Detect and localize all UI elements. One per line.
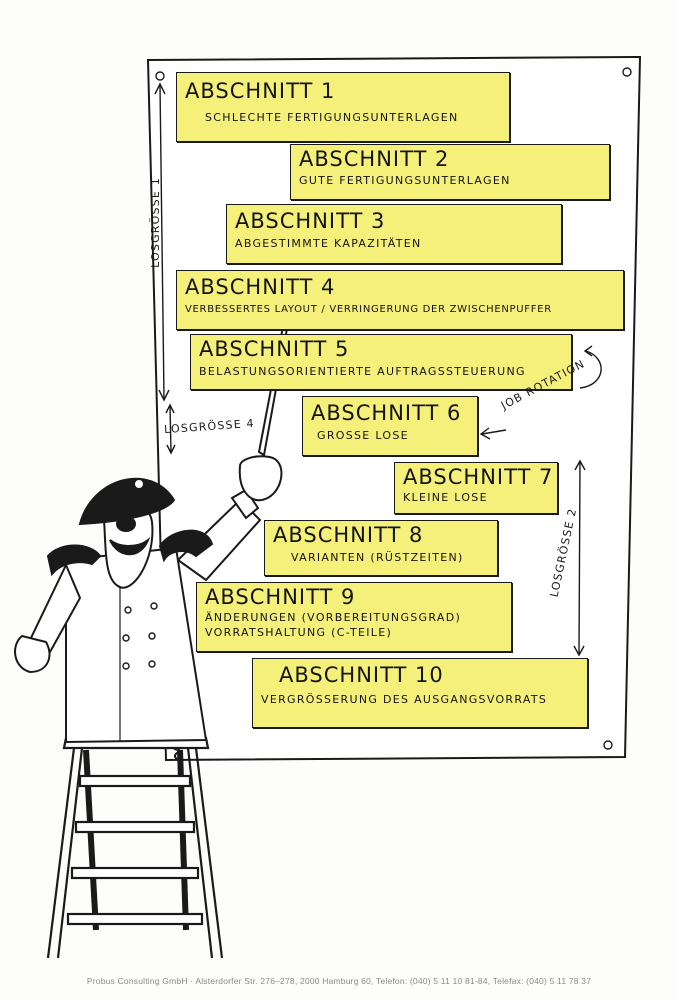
section-title: ABSCHNITT 4 [185, 275, 336, 299]
section-title: ABSCHNITT 6 [311, 401, 462, 425]
section-card-8: ABSCHNITT 8 VARIANTEN (RÜSTZEITEN) [264, 520, 498, 576]
section-title: ABSCHNITT 3 [235, 209, 386, 233]
section-card-10: ABSCHNITT 10 VERGRÖSSERUNG DES AUSGANGSV… [252, 658, 588, 728]
losgroesse-2-arrow [573, 459, 586, 657]
section-title: ABSCHNITT 7 [403, 465, 554, 489]
section-title: ABSCHNITT 2 [299, 147, 450, 171]
section-text: BELASTUNGSORIENTIERTE AUFTRAGSSTEUERUNG [199, 365, 526, 379]
losgroesse-4-arrow [165, 403, 176, 455]
section-text: VORRATSHALTUNG (C-TEILE) [205, 625, 393, 639]
losgroesse-1-label: LOSGRÖSSE 1 [148, 177, 162, 268]
section-title: ABSCHNITT 9 [205, 585, 356, 609]
section-title: ABSCHNITT 5 [199, 337, 350, 361]
section-text: GUTE FERTIGUNGSUNTERLAGEN [299, 174, 511, 188]
section-card-6: ABSCHNITT 6 GROSSE LOSE [302, 396, 478, 456]
section-card-7: ABSCHNITT 7 KLEINE LOSE [394, 462, 558, 514]
section-card-2: ABSCHNITT 2 GUTE FERTIGUNGSUNTERLAGEN [290, 144, 610, 200]
section-title: ABSCHNITT 8 [273, 523, 424, 547]
section-text: SCHLECHTE FERTIGUNGSUNTERLAGEN [205, 111, 459, 125]
section-card-4: ABSCHNITT 4 VERBESSERTES LAYOUT / VERRIN… [176, 270, 624, 330]
losgroesse-1-arrow [154, 82, 170, 402]
general-figure [14, 289, 296, 744]
section-card-9: ABSCHNITT 9 ÄNDERUNGEN (VORBEREITUNGSGRA… [196, 582, 512, 652]
section-text: VERGRÖSSERUNG DES AUSGANGSVORRATS [261, 693, 548, 707]
section-text: GROSSE LOSE [317, 429, 409, 443]
ladder [46, 736, 224, 959]
section-card-3: ABSCHNITT 3 ABGESTIMMTE KAPAZITÄTEN [226, 204, 562, 264]
section-text: KLEINE LOSE [403, 491, 488, 505]
section-card-1: ABSCHNITT 1 SCHLECHTE FERTIGUNGSUNTERLAG… [176, 72, 510, 142]
footer-address: Probus Consulting GmbH · Alsterdorfer St… [86, 976, 592, 986]
section-text: ÄNDERUNGEN (VORBEREITUNGSGRAD) [205, 611, 462, 625]
job-rotation-arrow [479, 345, 602, 440]
section-text: ABGESTIMMTE KAPAZITÄTEN [235, 237, 422, 251]
section-title: ABSCHNITT 1 [185, 79, 336, 103]
section-title: ABSCHNITT 10 [279, 663, 444, 687]
section-text: VERBESSERTES LAYOUT / VERRINGERUNG DER Z… [185, 304, 552, 316]
section-card-5: ABSCHNITT 5 BELASTUNGSORIENTIERTE AUFTRA… [190, 334, 572, 390]
section-text: VARIANTEN (RÜSTZEITEN) [291, 551, 464, 565]
